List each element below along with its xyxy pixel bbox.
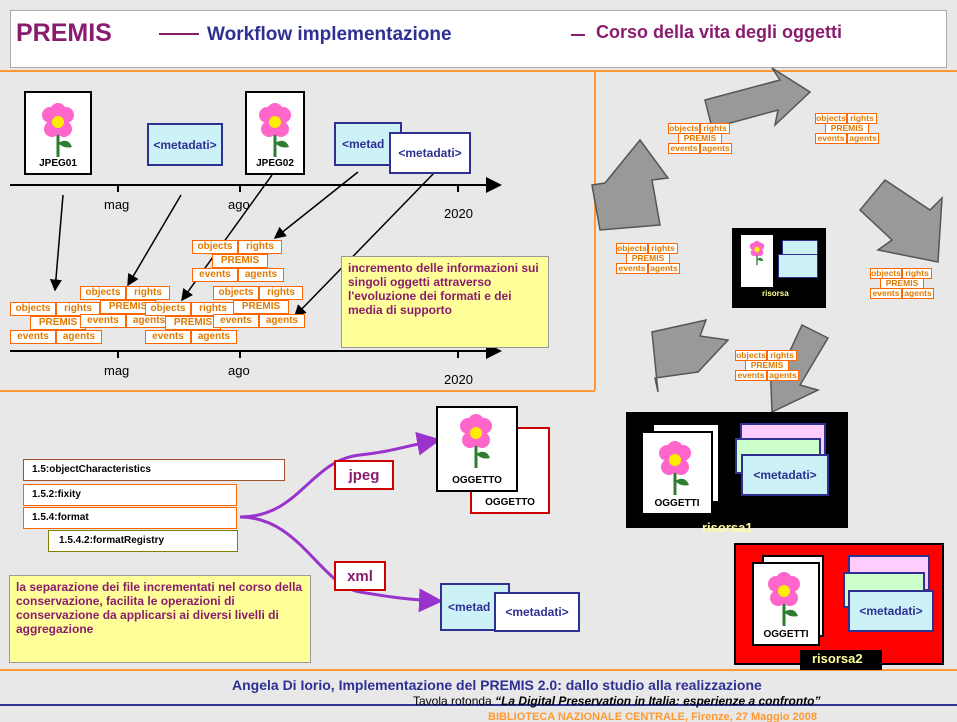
premis-block-1-premis: PREMIS [30,316,86,330]
image-jpeg02-label: JPEG02 [256,158,294,169]
premis-block-2-objects: objects [80,286,126,300]
cycle-block-left-events: events [616,263,648,274]
metadata-box-3: <metadati> [389,132,471,174]
metadata-box-1: <metadati> [147,123,223,166]
image-jpeg01-label: JPEG01 [39,158,77,169]
footer-author: Angela Di Iorio [232,677,331,693]
footer-venue: BIBLIOTECA NAZIONALE CENTRALE, Firenze, … [488,711,818,722]
cycle-block-left-agents: agents [648,263,680,274]
premis-block-2-events: events [80,314,126,328]
premis-block-4-objects: objects [192,240,238,254]
cycle-center-image [740,234,774,288]
separator-bottom [0,669,957,671]
field-formatregistry: 1.5.4.2:formatRegistry [48,530,238,552]
risorsa1-label: risorsa1 [702,520,753,535]
field-format: 1.5.4:format [23,507,237,529]
format-xml: xml [334,561,386,591]
cycle-block-top-right-agents: agents [847,133,879,144]
risorsa1-oggetti: OGGETTI [641,431,713,515]
separator-mid [0,390,595,392]
cycle-center-meta-2 [778,254,818,278]
premis-block-2-premis: PREMIS [100,300,156,314]
premis-block-4-rights: rights [238,240,282,254]
risorsa2-label: risorsa2 [812,651,863,666]
premis-block-1-rights: rights [56,302,100,316]
footer-tavola-line: Tavola rotonda “La Digital Preservation … [413,694,821,708]
premis-block-5-rights: rights [259,286,303,300]
risorsa2-label-bg [800,650,882,670]
metadata-box-xml-2: <metadati> [494,592,580,632]
premis-block-1-events: events [10,330,56,344]
premis-block-3-events: events [145,330,191,344]
risorsa2-metadata: <metadati> [848,590,934,632]
format-jpeg: jpeg [334,460,394,490]
risorsa2-oggetti: OGGETTI [752,562,820,646]
image-jpeg01: JPEG01 [24,91,92,175]
footer-title: , Implementazione del PREMIS 2.0: dallo … [330,677,762,693]
title-premis: PREMIS [16,19,112,47]
premis-block-3-objects: objects [145,302,191,316]
timeline-label-ago-2: ago [228,363,250,378]
premis-block-4-premis: PREMIS [212,254,268,268]
timeline-label-mag-2: mag [104,363,130,378]
premis-block-5-agents: agents [259,314,305,328]
cycle-block-top-left-agents: agents [700,143,732,154]
cycle-center-label: risorsa [762,289,789,298]
title-workflow: Workflow implementazione [207,24,452,45]
note-separation: la separazione dei file incrementati nel… [9,575,311,663]
cycle-block-right-events: events [870,288,902,299]
premis-block-1-agents: agents [56,330,102,344]
footer-tavola: Tavola rotonda [413,694,492,708]
image-oggetto-front: OGGETTO [436,406,518,492]
field-objectcharacteristics: 1.5:objectCharacteristics [23,459,285,481]
risorsa2-oggetti-label: OGGETTI [763,629,809,640]
cycle-block-top-right-events: events [815,133,847,144]
premis-block-2-rights: rights [126,286,170,300]
note-increment: incremento delle informazioni sui singol… [341,256,549,348]
risorsa1-oggetti-label: OGGETTI [654,498,700,509]
title-dash-2 [571,34,585,36]
title-bar [10,10,947,68]
cycle-block-bottom-events: events [735,370,767,381]
premis-block-5-events: events [213,314,259,328]
separator-vert [594,70,596,390]
image-oggetto-front-label: OGGETTO [452,475,502,486]
image-jpeg02: JPEG02 [245,91,305,175]
cycle-block-top-left-events: events [668,143,700,154]
timeline-label-2020-1: 2020 [444,206,473,221]
separator-footer [0,704,957,706]
premis-block-5-premis: PREMIS [233,300,289,314]
field-fixity: 1.5.2:fixity [23,484,237,506]
title-corso: Corso della vita degli oggetti [596,22,843,42]
timeline-label-mag-1: mag [104,197,130,212]
title-dash [159,33,199,35]
image-oggetto-back-label: OGGETTO [485,497,535,508]
footer-tavola-title: “La Digital Preservation in Italia: espe… [495,694,821,708]
timeline-label-ago-1: ago [228,197,250,212]
separator-top [0,70,957,72]
premis-block-1-objects: objects [10,302,56,316]
risorsa1-metadata: <metadati> [741,454,829,496]
premis-block-4-agents: agents [238,268,284,282]
premis-block-3-agents: agents [191,330,237,344]
footer-author-line: Angela Di Iorio, Implementazione del PRE… [232,677,762,693]
premis-block-5-objects: objects [213,286,259,300]
timeline-label-2020-2: 2020 [444,372,473,387]
cycle-block-right-agents: agents [902,288,934,299]
cycle-block-bottom-agents: agents [767,370,799,381]
premis-block-4-events: events [192,268,238,282]
